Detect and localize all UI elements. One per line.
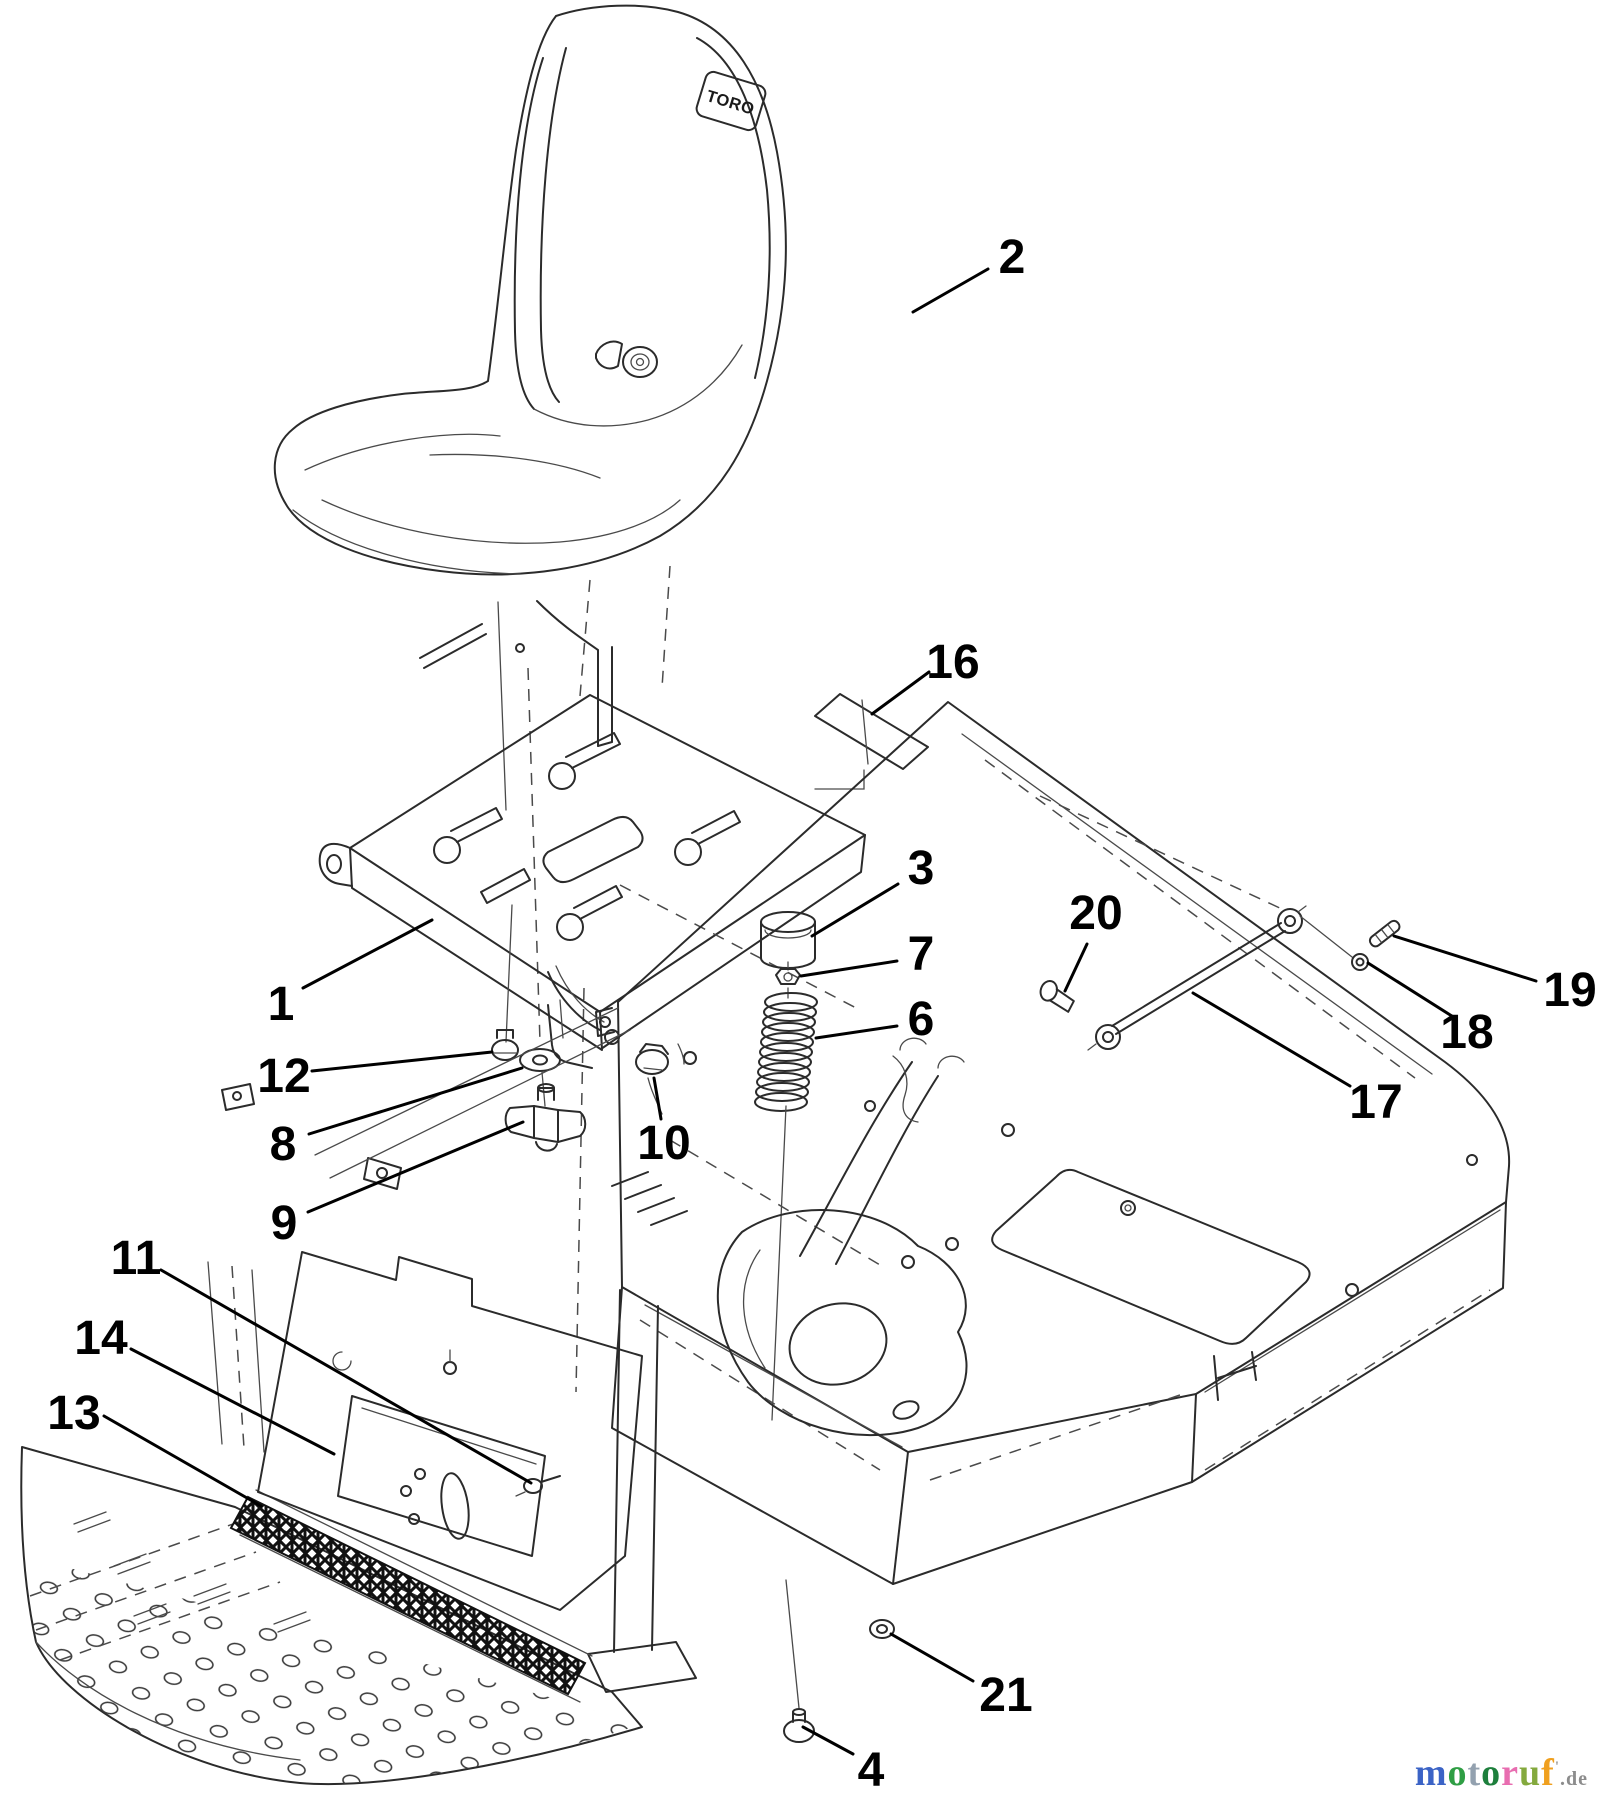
callout-21: 21 xyxy=(979,1669,1032,1722)
callout-20: 20 xyxy=(1069,887,1122,940)
pan-hatch-marks xyxy=(73,1511,311,1633)
watermark-tick: ' xyxy=(1554,1759,1560,1775)
plate-fasteners xyxy=(491,904,697,1152)
frame-louvers xyxy=(611,1171,688,1226)
watermark-letter: t xyxy=(1467,1752,1482,1794)
flange-bolt-4 xyxy=(783,1708,815,1743)
seat-plate xyxy=(318,600,866,1069)
callout-18: 18 xyxy=(1440,1006,1493,1059)
watermark-letter: u xyxy=(1519,1752,1542,1794)
watermark-letter: m xyxy=(1414,1752,1448,1794)
callout-labels: 1 2 3 4 6 7 8 9 10 11 12 13 14 16 17 18 … xyxy=(47,231,1596,1797)
plate-slots xyxy=(433,732,741,941)
leader-lines xyxy=(102,267,1538,1756)
callout-1: 1 xyxy=(268,978,295,1031)
bottom-fasteners xyxy=(783,1579,895,1743)
small-bolt xyxy=(1039,979,1075,1013)
watermark-letter: o xyxy=(1447,1752,1468,1794)
callout-17: 17 xyxy=(1349,1076,1402,1129)
callout-4: 4 xyxy=(858,1744,885,1797)
hinge-bracket xyxy=(547,965,697,1065)
callout-13: 13 xyxy=(47,1387,100,1440)
tread-strip xyxy=(229,1489,593,1703)
callout-8: 8 xyxy=(270,1118,297,1171)
frame xyxy=(587,701,1511,1693)
callout-12: 12 xyxy=(257,1050,310,1103)
frame-holes xyxy=(864,1100,1478,1420)
spring-assembly xyxy=(754,911,818,1421)
nut-21 xyxy=(869,1619,895,1639)
side-panel xyxy=(207,1007,643,1611)
callout-14: 14 xyxy=(74,1312,128,1365)
seat-pivot-emblem xyxy=(595,340,658,378)
callout-10: 10 xyxy=(637,1117,690,1170)
spring-pin xyxy=(1368,919,1401,948)
wing-knob xyxy=(504,1083,587,1152)
small-washer xyxy=(1351,953,1369,971)
ball-joint-lower xyxy=(1087,1024,1121,1051)
callout-3: 3 xyxy=(908,842,935,895)
pivot-bolt xyxy=(515,1475,561,1497)
coil-spring xyxy=(754,992,818,1112)
watermark-letter: r xyxy=(1501,1752,1520,1794)
callout-2: 2 xyxy=(999,231,1026,284)
watermark-letter: o xyxy=(1481,1752,1502,1794)
callout-7: 7 xyxy=(908,928,935,981)
carriage-bolt xyxy=(491,1029,519,1061)
cable-assembly xyxy=(1039,795,1401,1051)
watermark: motoruf'.de xyxy=(1415,1754,1588,1792)
washer xyxy=(519,1048,561,1072)
callout-19: 19 xyxy=(1543,964,1596,1017)
floor-pan xyxy=(20,1446,643,1786)
flange-bolt xyxy=(635,1043,669,1115)
callout-16: 16 xyxy=(926,636,979,689)
decal xyxy=(814,693,929,790)
callout-6: 6 xyxy=(908,993,935,1046)
seat-illustration: TORO xyxy=(273,4,787,1393)
ball-joint-upper xyxy=(1277,905,1307,934)
toro-logo-text: TORO xyxy=(704,87,756,119)
watermark-word: motoruf xyxy=(1415,1752,1555,1794)
watermark-letter: f xyxy=(1541,1752,1555,1794)
bumper-cap xyxy=(760,911,816,969)
callout-11: 11 xyxy=(111,1232,162,1285)
callout-9: 9 xyxy=(271,1197,298,1250)
watermark-suffix: .de xyxy=(1560,1768,1588,1790)
toro-logo-patch: TORO xyxy=(695,70,767,132)
